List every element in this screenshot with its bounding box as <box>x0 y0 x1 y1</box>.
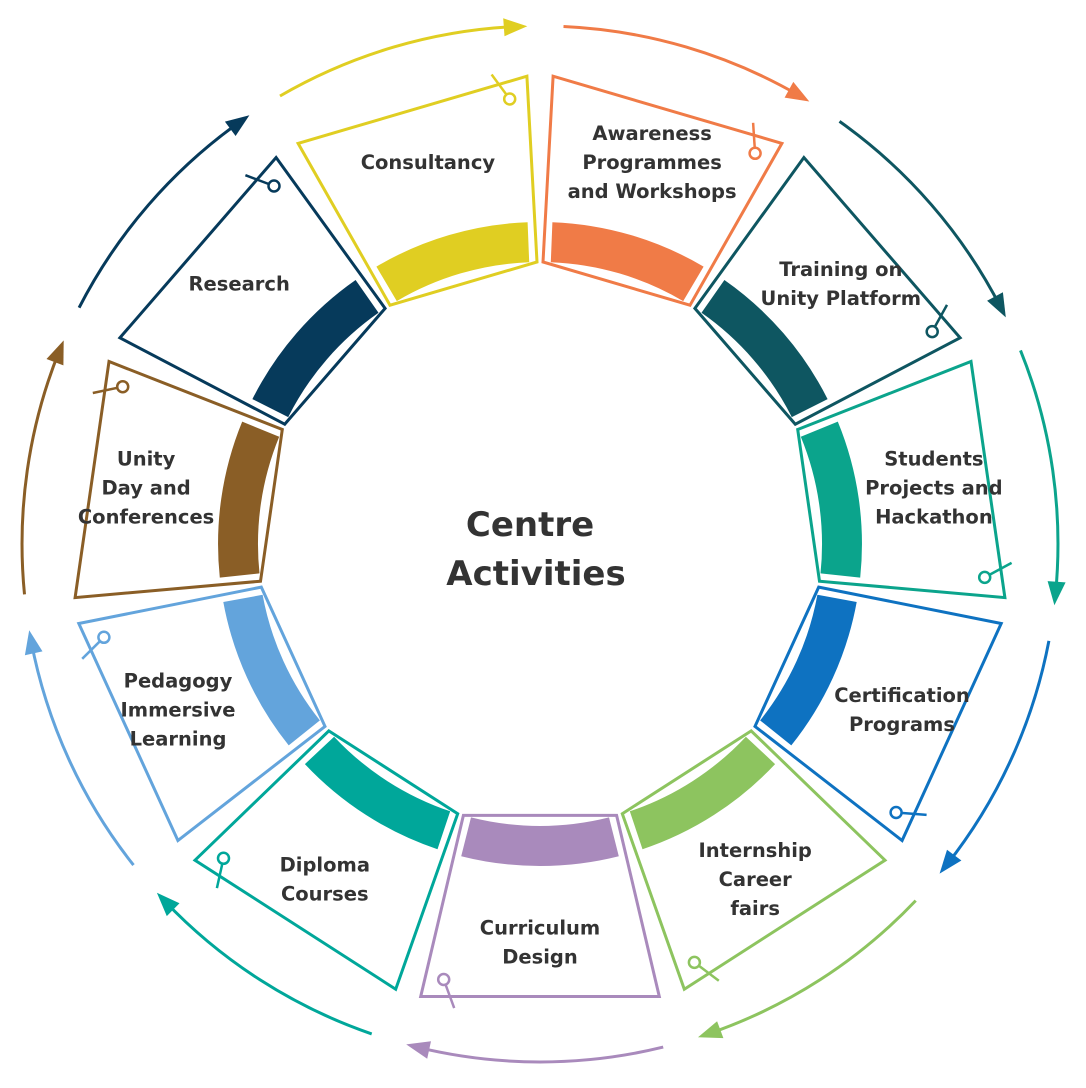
segment-label-line: Projects and <box>865 476 1003 499</box>
segment-band <box>760 594 857 746</box>
segment-label-line: Hackathon <box>875 505 993 528</box>
segment-label-line: Training on <box>779 258 902 281</box>
segment-pin-ring <box>267 179 281 193</box>
segment-label-line: Students <box>884 447 983 470</box>
segment-label-line: Programmes <box>582 151 722 174</box>
segment-label-line: Unity <box>117 447 176 470</box>
segment-label-line: fairs <box>730 897 780 920</box>
center-title: Centre Activities <box>446 505 625 594</box>
segment-label-line: Internship <box>699 839 812 862</box>
segment-band <box>629 736 776 850</box>
segment-label-line: Unity Platform <box>761 287 922 310</box>
segment-label-line: Pedagogy <box>124 669 233 692</box>
segment-band <box>550 222 704 302</box>
segment-arrow-head <box>406 1041 431 1059</box>
segment-arrow-line <box>163 899 373 1036</box>
segment-label-line: Certification <box>834 684 970 707</box>
segment-arrow-line <box>1019 349 1060 595</box>
segment-arrow-head <box>46 340 64 366</box>
segment-pin-ring <box>925 324 939 339</box>
segment-2: Training on Unity Platform <box>692 120 1006 427</box>
segment-label-line: Conferences <box>78 505 214 528</box>
segment-arrow-line <box>279 25 517 98</box>
segment-label-line: Courses <box>281 882 369 905</box>
segment-label: Consultancy <box>361 151 496 174</box>
segment-pin-ring <box>216 851 231 866</box>
segment-arrow-head <box>503 18 528 37</box>
segment-pin-ring <box>97 630 111 645</box>
segment-pin-ring <box>748 146 762 161</box>
segment-label-line: Awareness <box>592 122 711 145</box>
segment-arrow-line <box>838 120 1003 309</box>
segment-label-line: Design <box>502 946 578 969</box>
segment-band <box>461 817 619 866</box>
segment-label-line: Research <box>189 272 290 295</box>
segment-arrow-head <box>224 115 250 136</box>
segment-label-line: Day and <box>101 476 190 499</box>
center-title-line-1: Centre <box>466 505 594 545</box>
segment-label-line: Consultancy <box>361 151 496 174</box>
segment-label: Research <box>189 272 290 295</box>
segment-arrow-head <box>939 849 962 874</box>
segment-label-line: Programs <box>849 713 955 736</box>
segment-arrow-head <box>987 292 1006 318</box>
segment-band <box>701 280 828 418</box>
segment-arrow-line <box>945 640 1051 867</box>
segment-band <box>252 280 379 418</box>
segment-pin-ring <box>502 92 517 106</box>
segment-band <box>800 421 862 578</box>
segment-arrow-line <box>707 899 917 1036</box>
segment-11: Consultancy <box>279 18 539 307</box>
center-title-line-2: Activities <box>446 554 625 594</box>
segment-arrow-head <box>784 81 810 102</box>
segment-arrow-line <box>77 120 242 309</box>
segment-band <box>376 222 530 302</box>
segment-10: Research <box>77 115 388 427</box>
segment-band <box>223 594 320 746</box>
segment-label-line: Diploma <box>280 853 370 876</box>
segment-pin-ring <box>687 955 702 970</box>
segment-pin-ring <box>436 972 451 987</box>
segment-band <box>304 736 451 850</box>
segment-pin-ring <box>889 805 903 820</box>
segment-arrow-head <box>1047 581 1066 606</box>
segment-arrow-line <box>563 25 801 98</box>
segment-label-line: Curriculum <box>480 917 600 940</box>
segment-arrow-line <box>29 640 135 867</box>
segment-label-line: Career <box>719 868 793 891</box>
segment-pin-ring <box>115 379 130 394</box>
segment-pin-ring <box>977 570 992 585</box>
segment-outline <box>418 813 662 998</box>
segment-band <box>218 421 280 578</box>
segment-label-line: and Workshops <box>568 180 737 203</box>
segment-label: Training on Unity Platform <box>761 258 922 310</box>
segment-arrow-line <box>416 1045 664 1064</box>
segment-arrow-head <box>24 630 43 656</box>
segment-arrow-line <box>20 349 61 595</box>
segment-label-line: Immersive <box>121 698 236 721</box>
segment-arrow-head <box>156 892 180 917</box>
segment-label-line: Learning <box>130 727 227 750</box>
segment-arrow-head <box>698 1021 724 1039</box>
